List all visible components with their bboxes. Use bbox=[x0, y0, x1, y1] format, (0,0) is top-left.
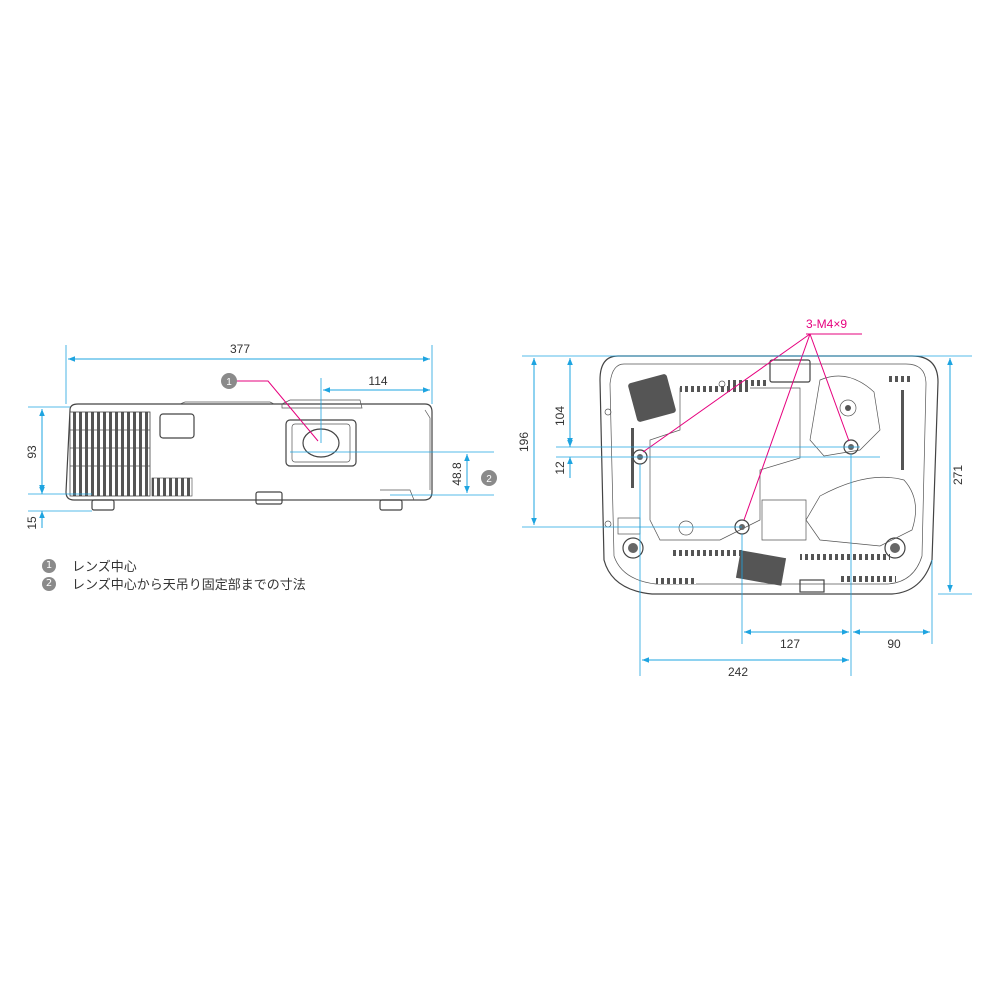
dim-hole-offset-label: 104 bbox=[553, 406, 567, 426]
screw-leader-rear bbox=[642, 333, 811, 453]
lamp-cover bbox=[809, 375, 881, 457]
screw-spec-label: 3-M4×9 bbox=[806, 317, 847, 331]
dim-side-offset-label: 90 bbox=[887, 637, 901, 651]
front-foot-right bbox=[379, 499, 403, 511]
callout-2-badge bbox=[481, 470, 497, 486]
dim-width-label: 377 bbox=[230, 342, 250, 356]
top-ridge bbox=[281, 399, 363, 409]
legend-number-badge: 1 bbox=[42, 558, 56, 573]
filter-cover bbox=[805, 476, 916, 547]
rear-foot-right bbox=[884, 537, 906, 559]
screw-leader-side bbox=[809, 333, 850, 442]
front-view: 377 114 1 93 15 48.8 2 bbox=[25, 342, 497, 530]
legend-item-2: 2 レンズ中心から天吊り固定部までの寸法 bbox=[42, 574, 306, 593]
connector-block bbox=[769, 359, 811, 383]
rear-foot-left bbox=[622, 537, 644, 559]
callout-1-badge bbox=[221, 373, 237, 389]
dim-total-depth-label: 271 bbox=[951, 465, 965, 485]
front-foot-left bbox=[91, 499, 115, 511]
svg-text:2: 2 bbox=[486, 474, 492, 485]
top-ridge-left bbox=[179, 401, 275, 405]
legend-text: レンズ中心 bbox=[72, 560, 137, 575]
dim-lens-to-mount-label: 48.8 bbox=[450, 462, 464, 486]
dim-foot-label: 15 bbox=[25, 516, 39, 530]
dim-lens-offset-label: 114 bbox=[368, 374, 387, 388]
screw-leader-front bbox=[743, 333, 811, 521]
bottom-view: 3-M4×9 196 104 12 271 127 90 bbox=[517, 317, 972, 679]
lower-vent bbox=[151, 477, 193, 497]
dim-height-label: 93 bbox=[25, 445, 39, 459]
dim-hole-spacing-label: 127 bbox=[780, 637, 800, 651]
callout-1-leader bbox=[237, 380, 319, 442]
front-vent-grille bbox=[69, 411, 151, 497]
bottom-recess bbox=[649, 387, 801, 541]
dim-depth-label: 196 bbox=[517, 432, 531, 452]
center-foot bbox=[255, 491, 283, 505]
legend-item-1: 1 レンズ中心 bbox=[42, 556, 137, 575]
projector-bottom-outline bbox=[599, 355, 939, 595]
legend-number-badge: 2 bbox=[42, 576, 56, 591]
sensor-window bbox=[159, 413, 195, 439]
legend-text: レンズ中心から天吊り固定部までの寸法 bbox=[72, 578, 306, 593]
front-foot-bottom bbox=[735, 550, 787, 586]
dim-hole-gap-label: 12 bbox=[553, 461, 567, 475]
projector-front-outline bbox=[65, 403, 433, 501]
bottom-label-plate bbox=[628, 374, 676, 422]
dim-hole-span-label: 242 bbox=[728, 665, 748, 679]
svg-text:1: 1 bbox=[226, 377, 232, 388]
